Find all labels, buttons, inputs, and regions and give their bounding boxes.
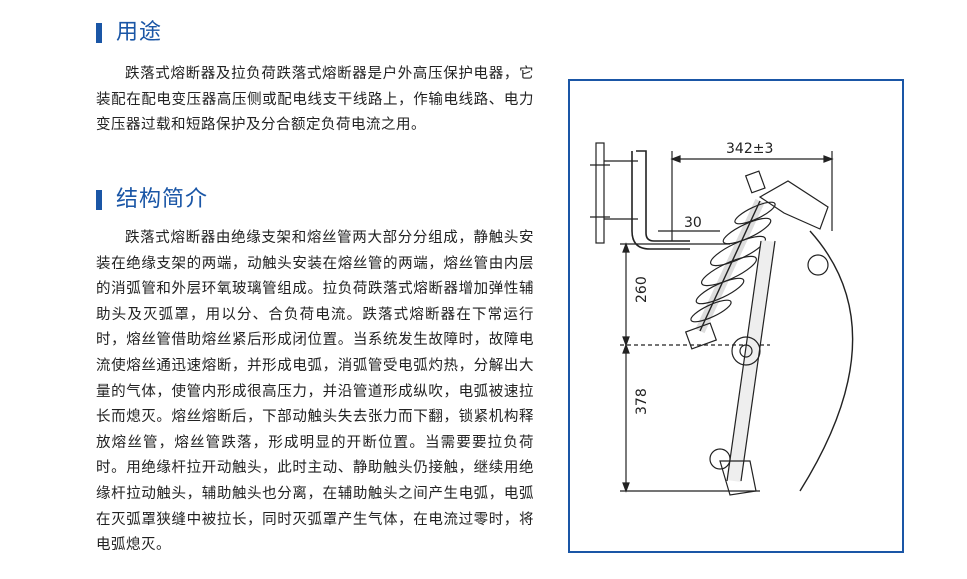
dim-lower-label: 378 bbox=[634, 388, 650, 415]
pull-ring-bottom bbox=[709, 448, 731, 470]
section-structure-heading: 结构简介 bbox=[96, 187, 208, 213]
heading-bar-icon bbox=[96, 23, 102, 43]
swing-arc bbox=[799, 230, 854, 492]
heading-bar-icon bbox=[96, 190, 102, 210]
section-structure-title: 结构简介 bbox=[116, 187, 209, 212]
section-usage-body: 跌落式熔断器及拉负荷跌落式熔断器是户外高压保护电器，它装配在配电变压器高压侧或配… bbox=[96, 66, 534, 134]
mounting-plate bbox=[595, 142, 605, 244]
dim-upper-label: 260 bbox=[634, 276, 650, 303]
bracket-arm bbox=[636, 150, 690, 242]
insulator-body bbox=[690, 198, 776, 334]
dim-offset-label: 30 bbox=[684, 215, 702, 231]
fuse-diagram: 342±3 30 260 378 bbox=[590, 141, 854, 496]
fuse-diagram-frame: 342±3 30 260 378 bbox=[568, 79, 904, 553]
dim-width-label: 342±3 bbox=[726, 141, 773, 157]
arc-chute bbox=[758, 180, 829, 230]
section-structure-body: 跌落式熔断器由绝缘支架和熔丝管两大部分分组成，静触头安装在绝缘支架的两端，动触头… bbox=[96, 230, 534, 554]
fuse-tube bbox=[727, 240, 775, 482]
section-usage-title: 用途 bbox=[116, 20, 163, 45]
pull-ring-top bbox=[807, 254, 829, 276]
section-usage-heading: 用途 bbox=[96, 20, 162, 46]
